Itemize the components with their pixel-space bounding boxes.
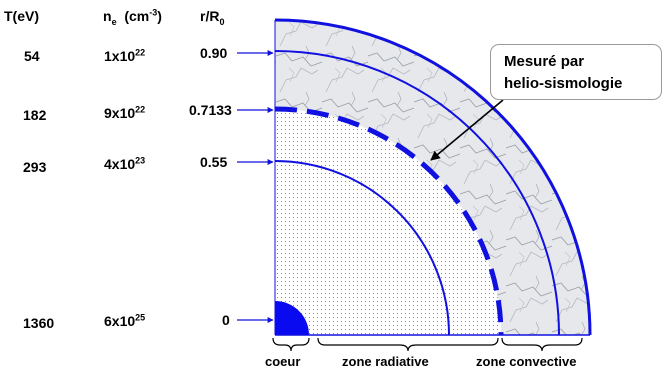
helioseismology-callout: Mesuré par helio-sismologie: [490, 44, 662, 100]
callout-arrow: [430, 99, 504, 161]
label-convective-zone: zone convective: [476, 354, 577, 369]
callout-line-1: Mesuré par: [504, 53, 585, 70]
header-radius-ratio: r/R0: [200, 8, 225, 27]
row-radius: 0.55: [200, 154, 228, 170]
arc-r090: [274, 50, 560, 336]
header-temperature: T(eV): [4, 8, 39, 24]
surface-arc: [274, 18, 592, 336]
row-temperature: 182: [23, 107, 47, 123]
arc-r07133: [274, 106, 504, 336]
callout-line-2: helio-sismologie: [504, 75, 623, 92]
arc-r055: [274, 160, 450, 336]
row-radius: 0: [222, 312, 230, 328]
row-density: 4x1023: [104, 155, 146, 172]
brace-core: [272, 337, 310, 352]
row-temperature: 54: [24, 48, 40, 64]
core: [275, 301, 309, 335]
row-radius: 0.90: [200, 45, 228, 61]
row-temperature: 1360: [23, 315, 55, 331]
header-electron-density: ne (cm-3): [103, 7, 162, 27]
row-density: 1x1022: [104, 47, 146, 64]
brace-radiative: [317, 337, 499, 352]
row-density: 9x1022: [104, 104, 146, 121]
radiative-zone: [275, 109, 501, 335]
row-density: 6x1025: [104, 312, 146, 329]
label-radiative-zone: zone radiative: [342, 354, 429, 369]
row-radius: 0.7133: [189, 102, 232, 118]
label-core: coeur: [265, 354, 301, 369]
row-temperature: 293: [23, 159, 47, 175]
brace-convective: [501, 337, 583, 352]
